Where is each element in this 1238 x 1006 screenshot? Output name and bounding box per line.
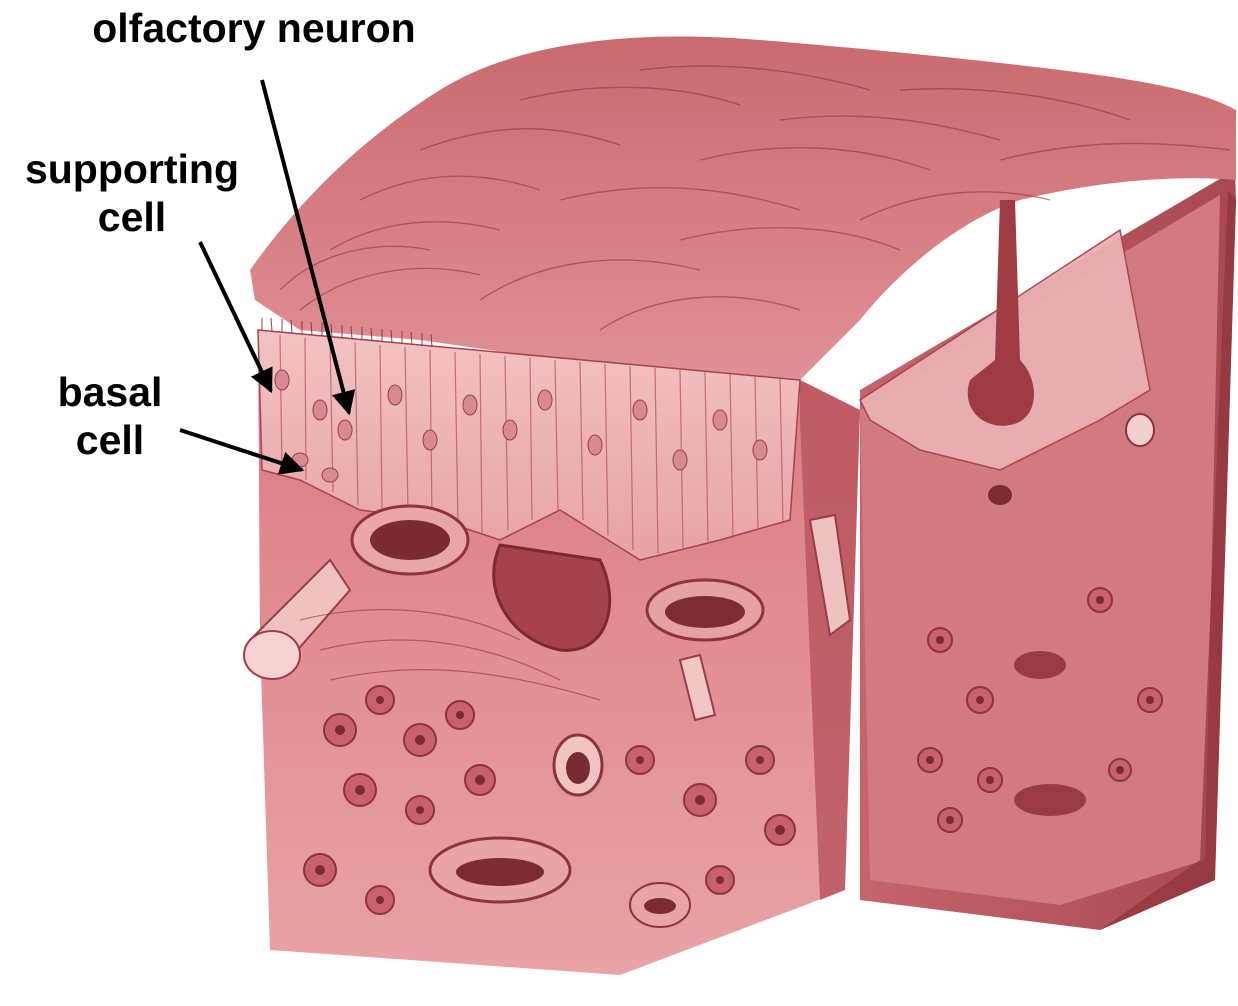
olfactory-neuron-label: olfactory neuron [62, 4, 446, 52]
supporting-cell-label-line1: supporting [0, 145, 264, 193]
supporting-cell-label-line2: cell [0, 193, 264, 241]
basal-cell-label: basal cell [36, 368, 184, 464]
basal-cell-label-line1: basal [36, 368, 184, 416]
basal-cell-label-line2: cell [36, 416, 184, 464]
supporting-cell-label: supporting cell [0, 145, 264, 241]
